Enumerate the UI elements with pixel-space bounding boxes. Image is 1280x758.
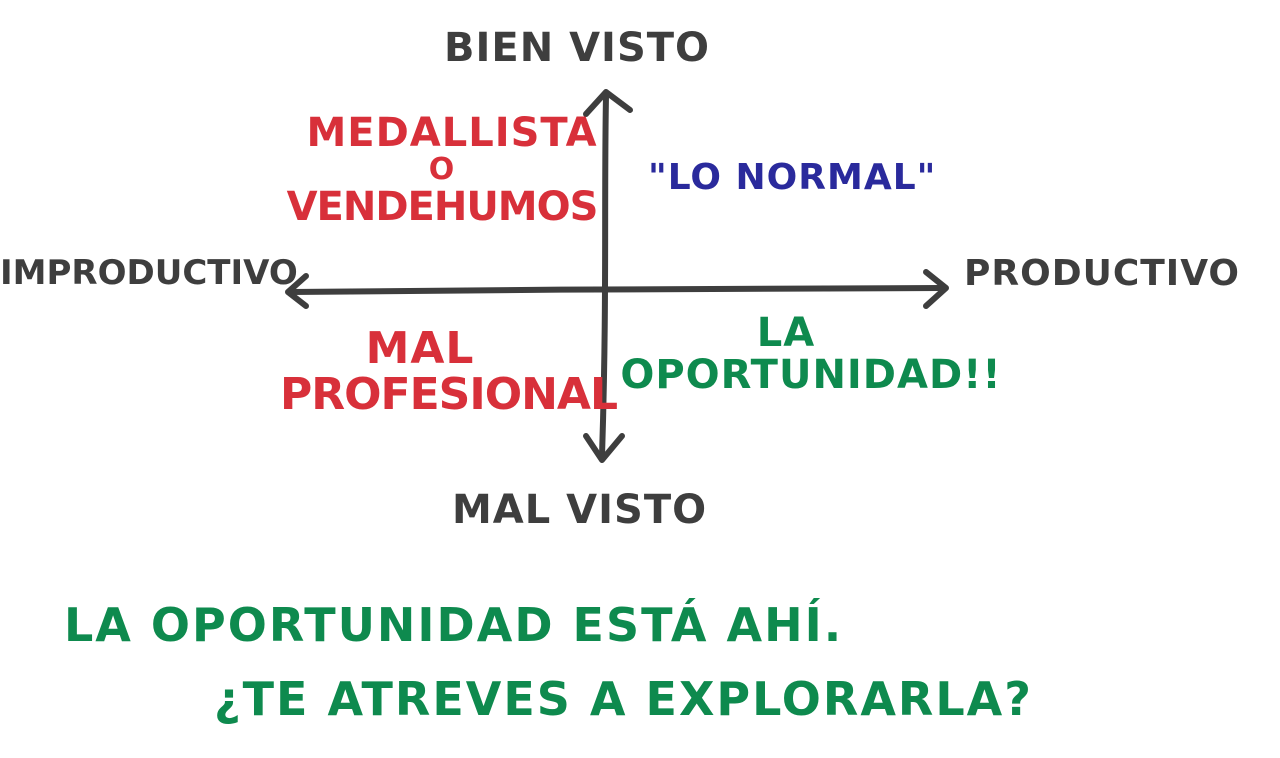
quadrant-top-left-line3: VENDEHUMOS	[286, 183, 599, 230]
arrow-head-down	[583, 433, 625, 463]
footer-line2: ¿TE ATREVES A EXPLORARLA?	[214, 672, 1033, 726]
horizontal-axis	[287, 285, 945, 295]
quadrant-bottom-right: LA OPORTUNIDAD!!	[616, 312, 1006, 396]
axis-label-right: PRODUCTIVO	[964, 253, 1241, 294]
quadrant-top-right: "LO NORMAL"	[648, 157, 937, 198]
quadrant-bottom-left-line2: PROFESIONAL	[280, 369, 618, 421]
vertical-axis	[599, 93, 609, 459]
axis-label-top: BIEN VISTO	[444, 25, 711, 71]
quadrant-top-left-line2: O	[428, 152, 456, 187]
arrow-head-up	[583, 89, 633, 117]
quadrant-bottom-left: MAL PROFESIONAL	[280, 325, 618, 421]
quadrant-bottom-left-line1: MAL	[365, 323, 475, 374]
quadrant-bottom-right-line2: OPORTUNIDAD!!	[620, 352, 1002, 398]
arrow-head-right	[923, 269, 949, 309]
axis-label-left: IMPRODUCTIVO	[0, 253, 298, 293]
quadrant-top-left-line1: MEDALLISTA	[306, 110, 598, 156]
quadrant-top-left: MEDALLISTA O VENDEHUMOS	[282, 112, 602, 228]
quadrant-bottom-right-line1: LA	[756, 310, 816, 356]
footer-line1: LA OPORTUNIDAD ESTÁ AHÍ.	[64, 598, 844, 652]
axis-label-bottom: MAL VISTO	[452, 487, 708, 533]
arrow-head-left	[285, 273, 309, 309]
